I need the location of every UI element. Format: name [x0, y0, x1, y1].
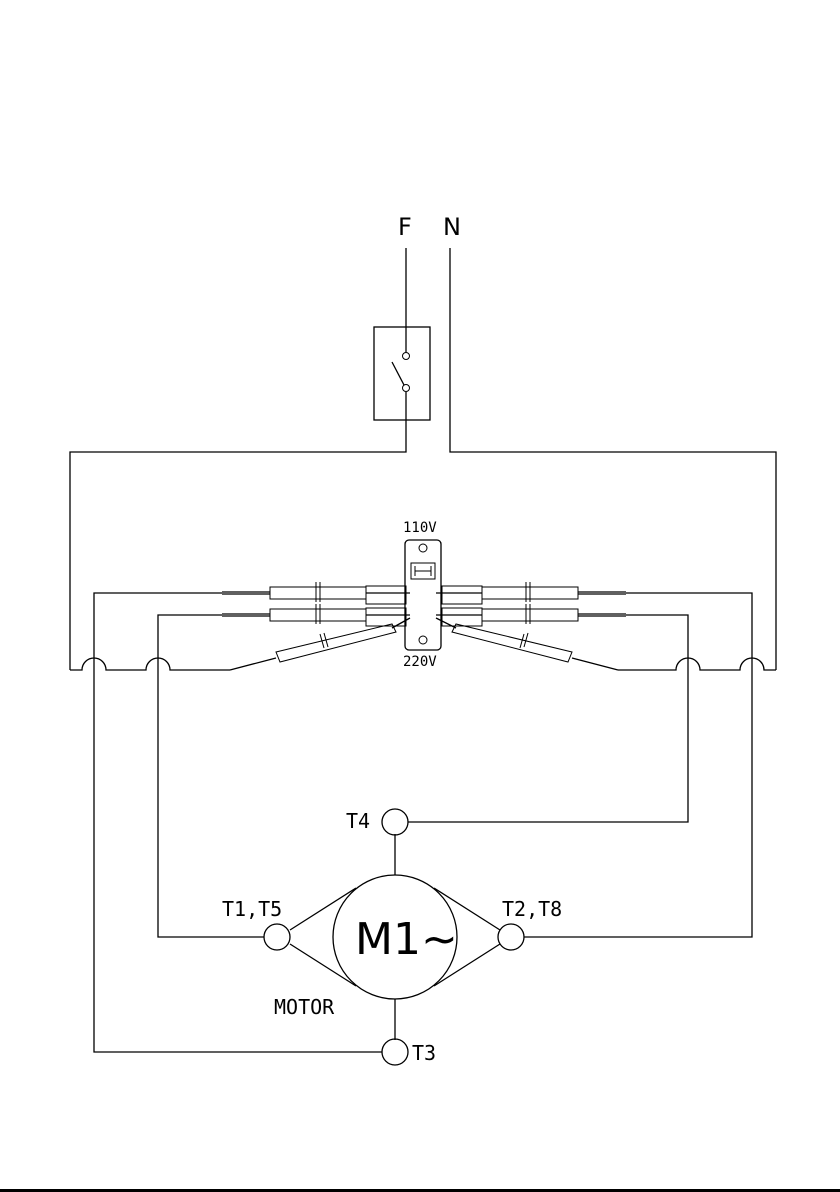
switch-contact-top [403, 353, 410, 360]
terminal-t2t8-label: T2,T8 [502, 897, 562, 921]
switch-housing [374, 327, 430, 420]
switch-lever [392, 362, 404, 385]
terminal-t1t5-label: T1,T5 [222, 897, 282, 921]
motor-symbol: M1~ [355, 914, 458, 965]
neutral-feed-right [450, 248, 776, 670]
terminal-t4-label: T4 [346, 809, 370, 833]
selector-screw-bottom [419, 636, 427, 644]
motor: M1~ MOTOR [274, 834, 500, 1040]
power-switch [374, 327, 430, 420]
terminal-t3 [382, 1039, 408, 1065]
terminal-t2t8 [498, 924, 524, 950]
terminal-t1t5 [264, 924, 290, 950]
selector-screw-top [419, 544, 427, 552]
phase-label: F [398, 213, 412, 241]
switch-contact-bottom [403, 385, 410, 392]
motor-label: MOTOR [274, 995, 335, 1019]
terminal-t4 [382, 809, 408, 835]
wire-to-t1t5 [158, 615, 264, 937]
voltage-110-label: 110V [403, 520, 437, 536]
selector-plate [405, 540, 441, 650]
wire-to-t3 [94, 593, 382, 1052]
wire-to-t2t8 [524, 593, 752, 937]
neutral-label: N [443, 213, 461, 241]
terminal-t3-label: T3 [412, 1041, 436, 1065]
left-lead-wires [222, 582, 410, 670]
right-lead-wires [436, 582, 626, 670]
voltage-selector: 110V 220V [366, 520, 482, 670]
voltage-220-label: 220V [403, 654, 437, 670]
phase-feed-left [70, 392, 406, 670]
